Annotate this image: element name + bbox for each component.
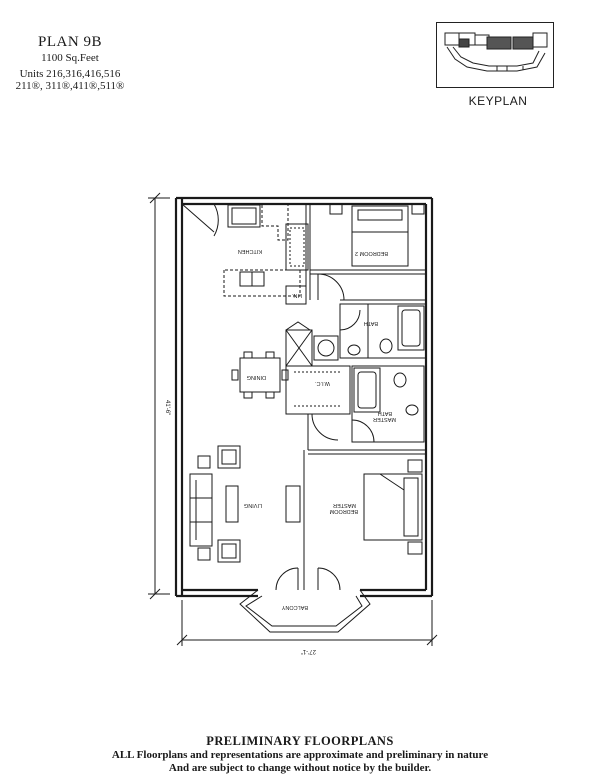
entry-door xyxy=(181,203,219,237)
room-label-living: LIVING xyxy=(244,502,262,508)
room-label-dining: DINING xyxy=(247,374,266,380)
room-label-wic: W.I.C. xyxy=(315,380,330,386)
master-bedroom xyxy=(303,449,426,590)
footer-disclaimer-2: And are subject to change without notice… xyxy=(168,762,432,774)
exterior-walls xyxy=(174,196,434,598)
square-footage: 1100 Sq.Feet xyxy=(41,52,99,64)
master-bath xyxy=(351,365,425,443)
room-label-master-bedroom-2: BEDROOM xyxy=(329,508,358,514)
room-label-lin: LIN. xyxy=(291,292,302,298)
plan-title: PLAN 9B xyxy=(38,34,102,50)
keyplan-diagram xyxy=(436,22,554,88)
room-label-kitchen: KITCHEN xyxy=(238,248,262,254)
room-label-master-bath-2: BATH xyxy=(378,410,392,416)
room-label-master-bedroom-1: MASTER xyxy=(333,502,356,508)
dimension-depth xyxy=(148,192,170,600)
dining-table xyxy=(231,351,289,399)
dimension-depth-label: 41'-6" xyxy=(164,400,170,415)
room-label-balcony: BALCONY xyxy=(281,604,308,610)
walk-in-closet xyxy=(285,365,351,450)
units-list-alt: 211®, 311®,411®,511® xyxy=(15,80,125,92)
plan-header: PLAN 9B 1100 Sq.Feet Units 216,316,416,5… xyxy=(0,34,140,92)
dimension-width xyxy=(176,600,438,646)
bedroom-2 xyxy=(310,203,426,301)
dimension-width-label: 27'-1" xyxy=(301,648,316,654)
keyplan-label: KEYPLAN xyxy=(468,94,528,108)
kitchen-cabinetry xyxy=(223,204,311,305)
room-label-master-bath-1: MASTER xyxy=(373,416,396,422)
hall-bath xyxy=(339,299,426,359)
balcony xyxy=(239,567,371,633)
footer-disclaimer-1: ALL Floorplans and representations are a… xyxy=(111,749,489,761)
living-furniture xyxy=(189,445,301,563)
room-label-bedroom-2: BEDROOM 2 xyxy=(355,250,388,256)
keyplan-building-icon xyxy=(444,32,548,72)
utility-closets xyxy=(285,321,339,367)
units-list: Units 216,316,416,516 xyxy=(19,68,121,80)
room-label-bath: BATH xyxy=(364,320,378,326)
footer-title: PRELIMINARY FLOORPLANS xyxy=(206,734,394,748)
